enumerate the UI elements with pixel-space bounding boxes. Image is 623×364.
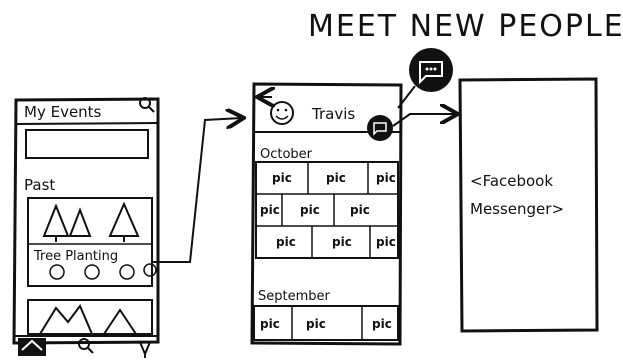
photo-thumb[interactable]: pic bbox=[376, 171, 396, 185]
chat-bubble-icon[interactable] bbox=[367, 115, 393, 141]
location-pin-icon[interactable] bbox=[140, 342, 150, 358]
profile-name: Travis bbox=[311, 105, 355, 123]
messenger-label-line2: Messenger> bbox=[470, 200, 564, 218]
photo-grid-september: pic pic pic bbox=[254, 306, 398, 340]
tree-icon bbox=[44, 204, 138, 242]
month-label-september: September bbox=[258, 289, 331, 304]
photo-thumb[interactable]: pic bbox=[260, 317, 280, 331]
month-label-october: October bbox=[260, 147, 313, 162]
events-screen: My Events Past Tree Planting bbox=[14, 98, 158, 358]
photo-thumb[interactable]: pic bbox=[300, 203, 320, 217]
photo-thumb[interactable]: pic bbox=[350, 203, 370, 217]
photo-thumb[interactable]: pic bbox=[306, 317, 326, 331]
messenger-label-line1: <Facebook bbox=[470, 172, 553, 190]
photo-thumb[interactable]: pic bbox=[332, 235, 352, 249]
smiley-face-icon bbox=[50, 264, 156, 279]
flow-arrow-to-profile bbox=[152, 118, 242, 262]
page-heading: MEET NEW PEOPLE bbox=[308, 9, 623, 44]
photo-thumb[interactable]: pic bbox=[260, 203, 280, 217]
photo-thumb[interactable]: pic bbox=[376, 235, 396, 249]
search-bar[interactable] bbox=[26, 130, 148, 158]
chat-icon-callout bbox=[398, 48, 453, 108]
bottom-nav bbox=[14, 336, 158, 358]
photo-thumb[interactable]: pic bbox=[372, 317, 392, 331]
event-card-mountains[interactable] bbox=[28, 300, 152, 334]
mountain-icon bbox=[40, 306, 136, 334]
avatar bbox=[271, 102, 293, 124]
photo-thumb[interactable]: pic bbox=[276, 235, 296, 249]
past-section-label: Past bbox=[24, 176, 55, 194]
events-title: My Events bbox=[24, 103, 102, 121]
messenger-screen: <Facebook Messenger> bbox=[460, 79, 597, 331]
photo-grid-october: pic pic pic pic pic pic pic pic pic bbox=[256, 162, 398, 258]
flow-arrow-to-messenger bbox=[393, 114, 456, 126]
profile-screen: Travis October pic pic pic pic pic pic p… bbox=[252, 84, 401, 344]
event-name: Tree Planting bbox=[33, 249, 118, 264]
photo-thumb[interactable]: pic bbox=[272, 171, 292, 185]
photo-thumb[interactable]: pic bbox=[326, 171, 346, 185]
event-card-tree-planting[interactable]: Tree Planting bbox=[28, 198, 156, 286]
